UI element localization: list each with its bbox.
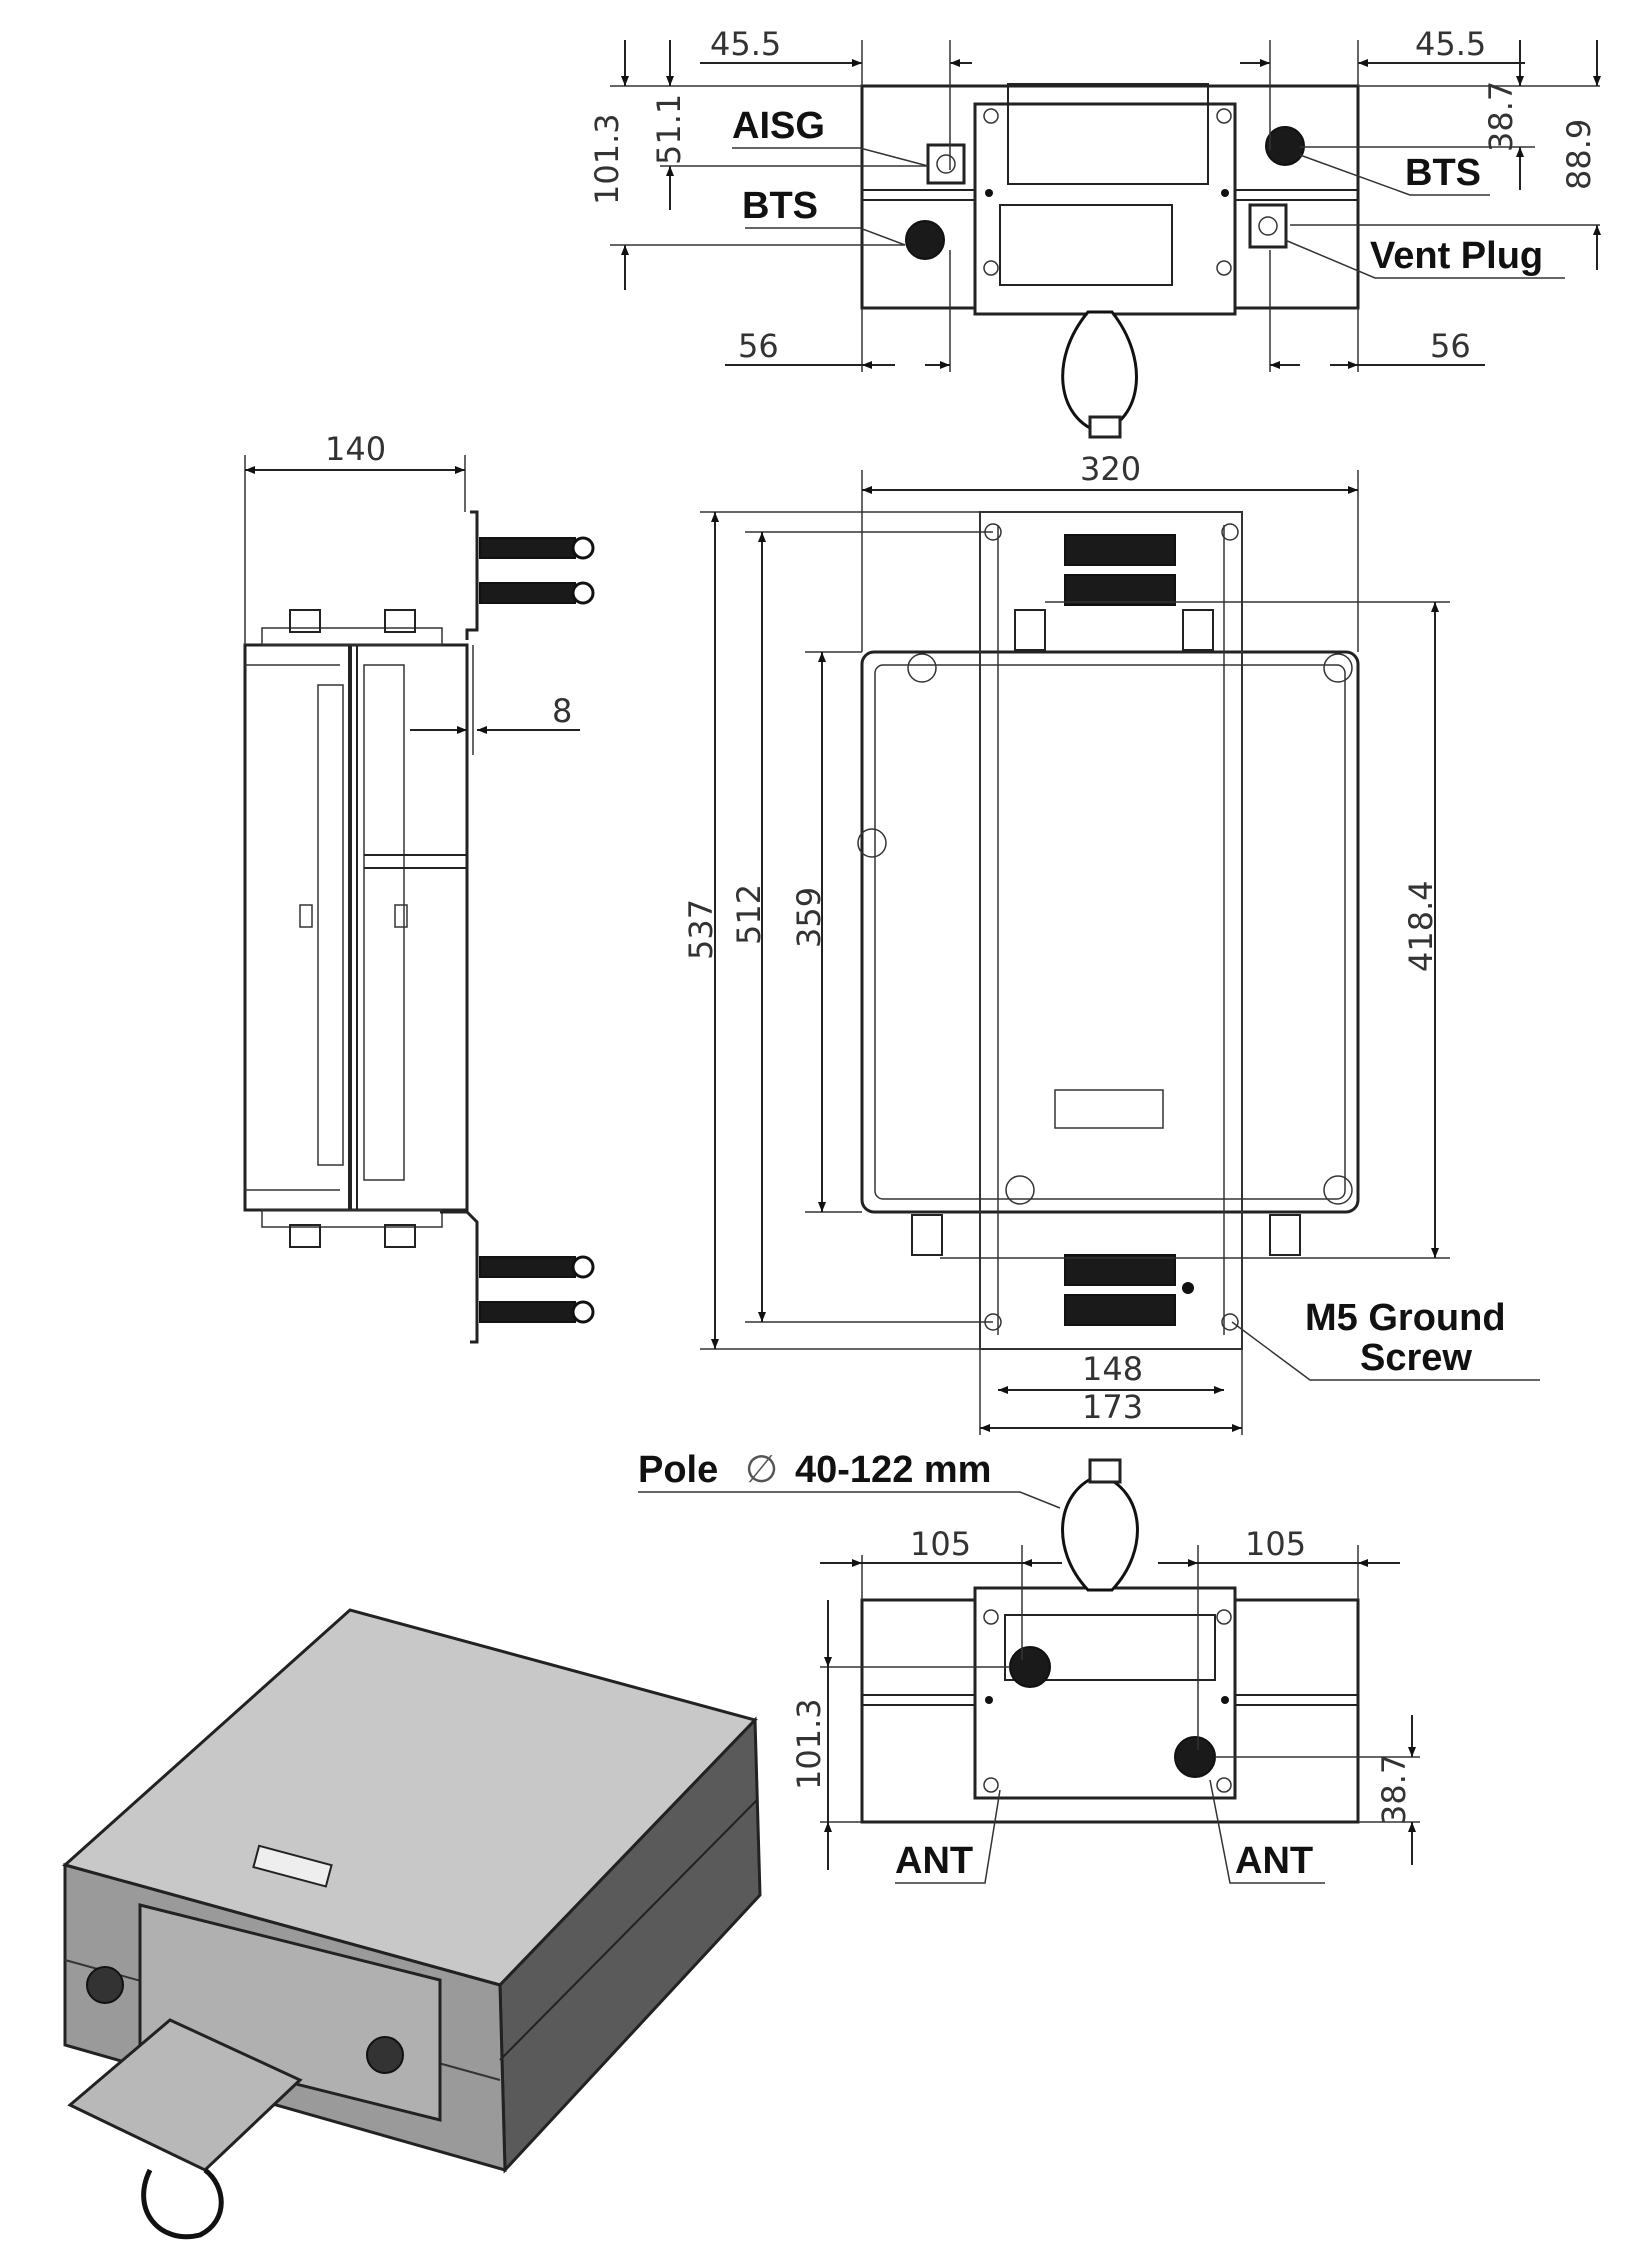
dim-bottom-height: 101.3: [790, 1698, 828, 1790]
label-bts-right: BTS: [1405, 152, 1481, 194]
label-ground-screw-line2: Screw: [1360, 1337, 1472, 1379]
label-pole-range: 40-122 mm: [795, 1449, 991, 1491]
side-view-bracket-top: [465, 510, 479, 640]
bts-connector-right: [1265, 126, 1305, 166]
ant-connector-right: [1174, 1736, 1216, 1778]
dim-front-height-bracket: 512: [730, 884, 768, 945]
label-ant-left: ANT: [895, 1840, 973, 1882]
dim-front-width: 320: [1080, 450, 1141, 488]
front-view-bracket: [979, 511, 1243, 1350]
ant-connector-left: [1009, 1646, 1051, 1688]
label-vent-plug: Vent Plug: [1370, 235, 1543, 277]
dim-top-left-offset: 56: [738, 327, 779, 365]
label-bts-left: BTS: [742, 185, 818, 227]
dim-side-bracket-offset: 8: [552, 692, 572, 730]
dim-top-left-width: 45.5: [710, 25, 781, 63]
top-view-bracket: [973, 102, 1237, 316]
label-ant-right: ANT: [1235, 1840, 1313, 1882]
dim-top-right-inner: 38.7: [1482, 81, 1520, 152]
dim-bottom-right-width: 105: [1245, 1525, 1306, 1563]
label-pole: Pole: [638, 1449, 718, 1491]
dim-bracket-width: 173: [1082, 1388, 1143, 1426]
dim-top-right-height: 88.9: [1560, 119, 1598, 190]
top-view: 45.5 45.5 101.3 51.1 38.7 88.9 56: [588, 25, 1601, 439]
pole-clamp-bottom: [1061, 1473, 1139, 1592]
vent-plug: [1248, 203, 1288, 249]
bts-connector-left: [905, 220, 945, 260]
dim-bottom-left-width: 105: [910, 1525, 971, 1563]
bolt: [479, 536, 595, 1324]
side-view: 140 8: [243, 430, 595, 1344]
dim-top-right-width: 45.5: [1415, 25, 1486, 63]
side-view-bracket-bottom: [440, 1210, 479, 1344]
iso-pole-clamp: [141, 2168, 224, 2240]
front-view-housing: [860, 650, 1360, 1214]
iso-mount-plate: [67, 2018, 303, 2172]
pole-diameter-symbol: ∅: [745, 1449, 778, 1491]
bottom-view: 105 105 101.3 38.7 Pole ∅ 40-122 mm ANT …: [638, 1449, 1420, 1884]
dim-front-height-connectors: 418.4: [1402, 880, 1440, 972]
dim-top-left-inner: 51.1: [650, 94, 688, 165]
dim-front-height-total: 537: [682, 899, 720, 960]
dim-bottom-ant-height: 38.7: [1375, 1754, 1413, 1825]
dim-side-depth: 140: [325, 430, 386, 468]
label-aisg: AISG: [732, 105, 825, 147]
iso-bracket: [138, 1903, 442, 2122]
dim-bracket-hole-spacing: 148: [1082, 1350, 1143, 1388]
label-ground-screw-line1: M5 Ground: [1305, 1297, 1506, 1339]
aisg-connector: [926, 143, 966, 185]
dim-top-right-offset: 56: [1430, 327, 1471, 365]
pole-clamp: [1061, 310, 1138, 434]
dim-front-height-body: 359: [790, 887, 828, 948]
isometric-view: [61, 1608, 762, 2240]
dim-top-left-height: 101.3: [588, 113, 626, 205]
product-label-plate: [1054, 1089, 1164, 1129]
front-view: 320 537 512 359 418.4 148 173: [682, 450, 1540, 1435]
